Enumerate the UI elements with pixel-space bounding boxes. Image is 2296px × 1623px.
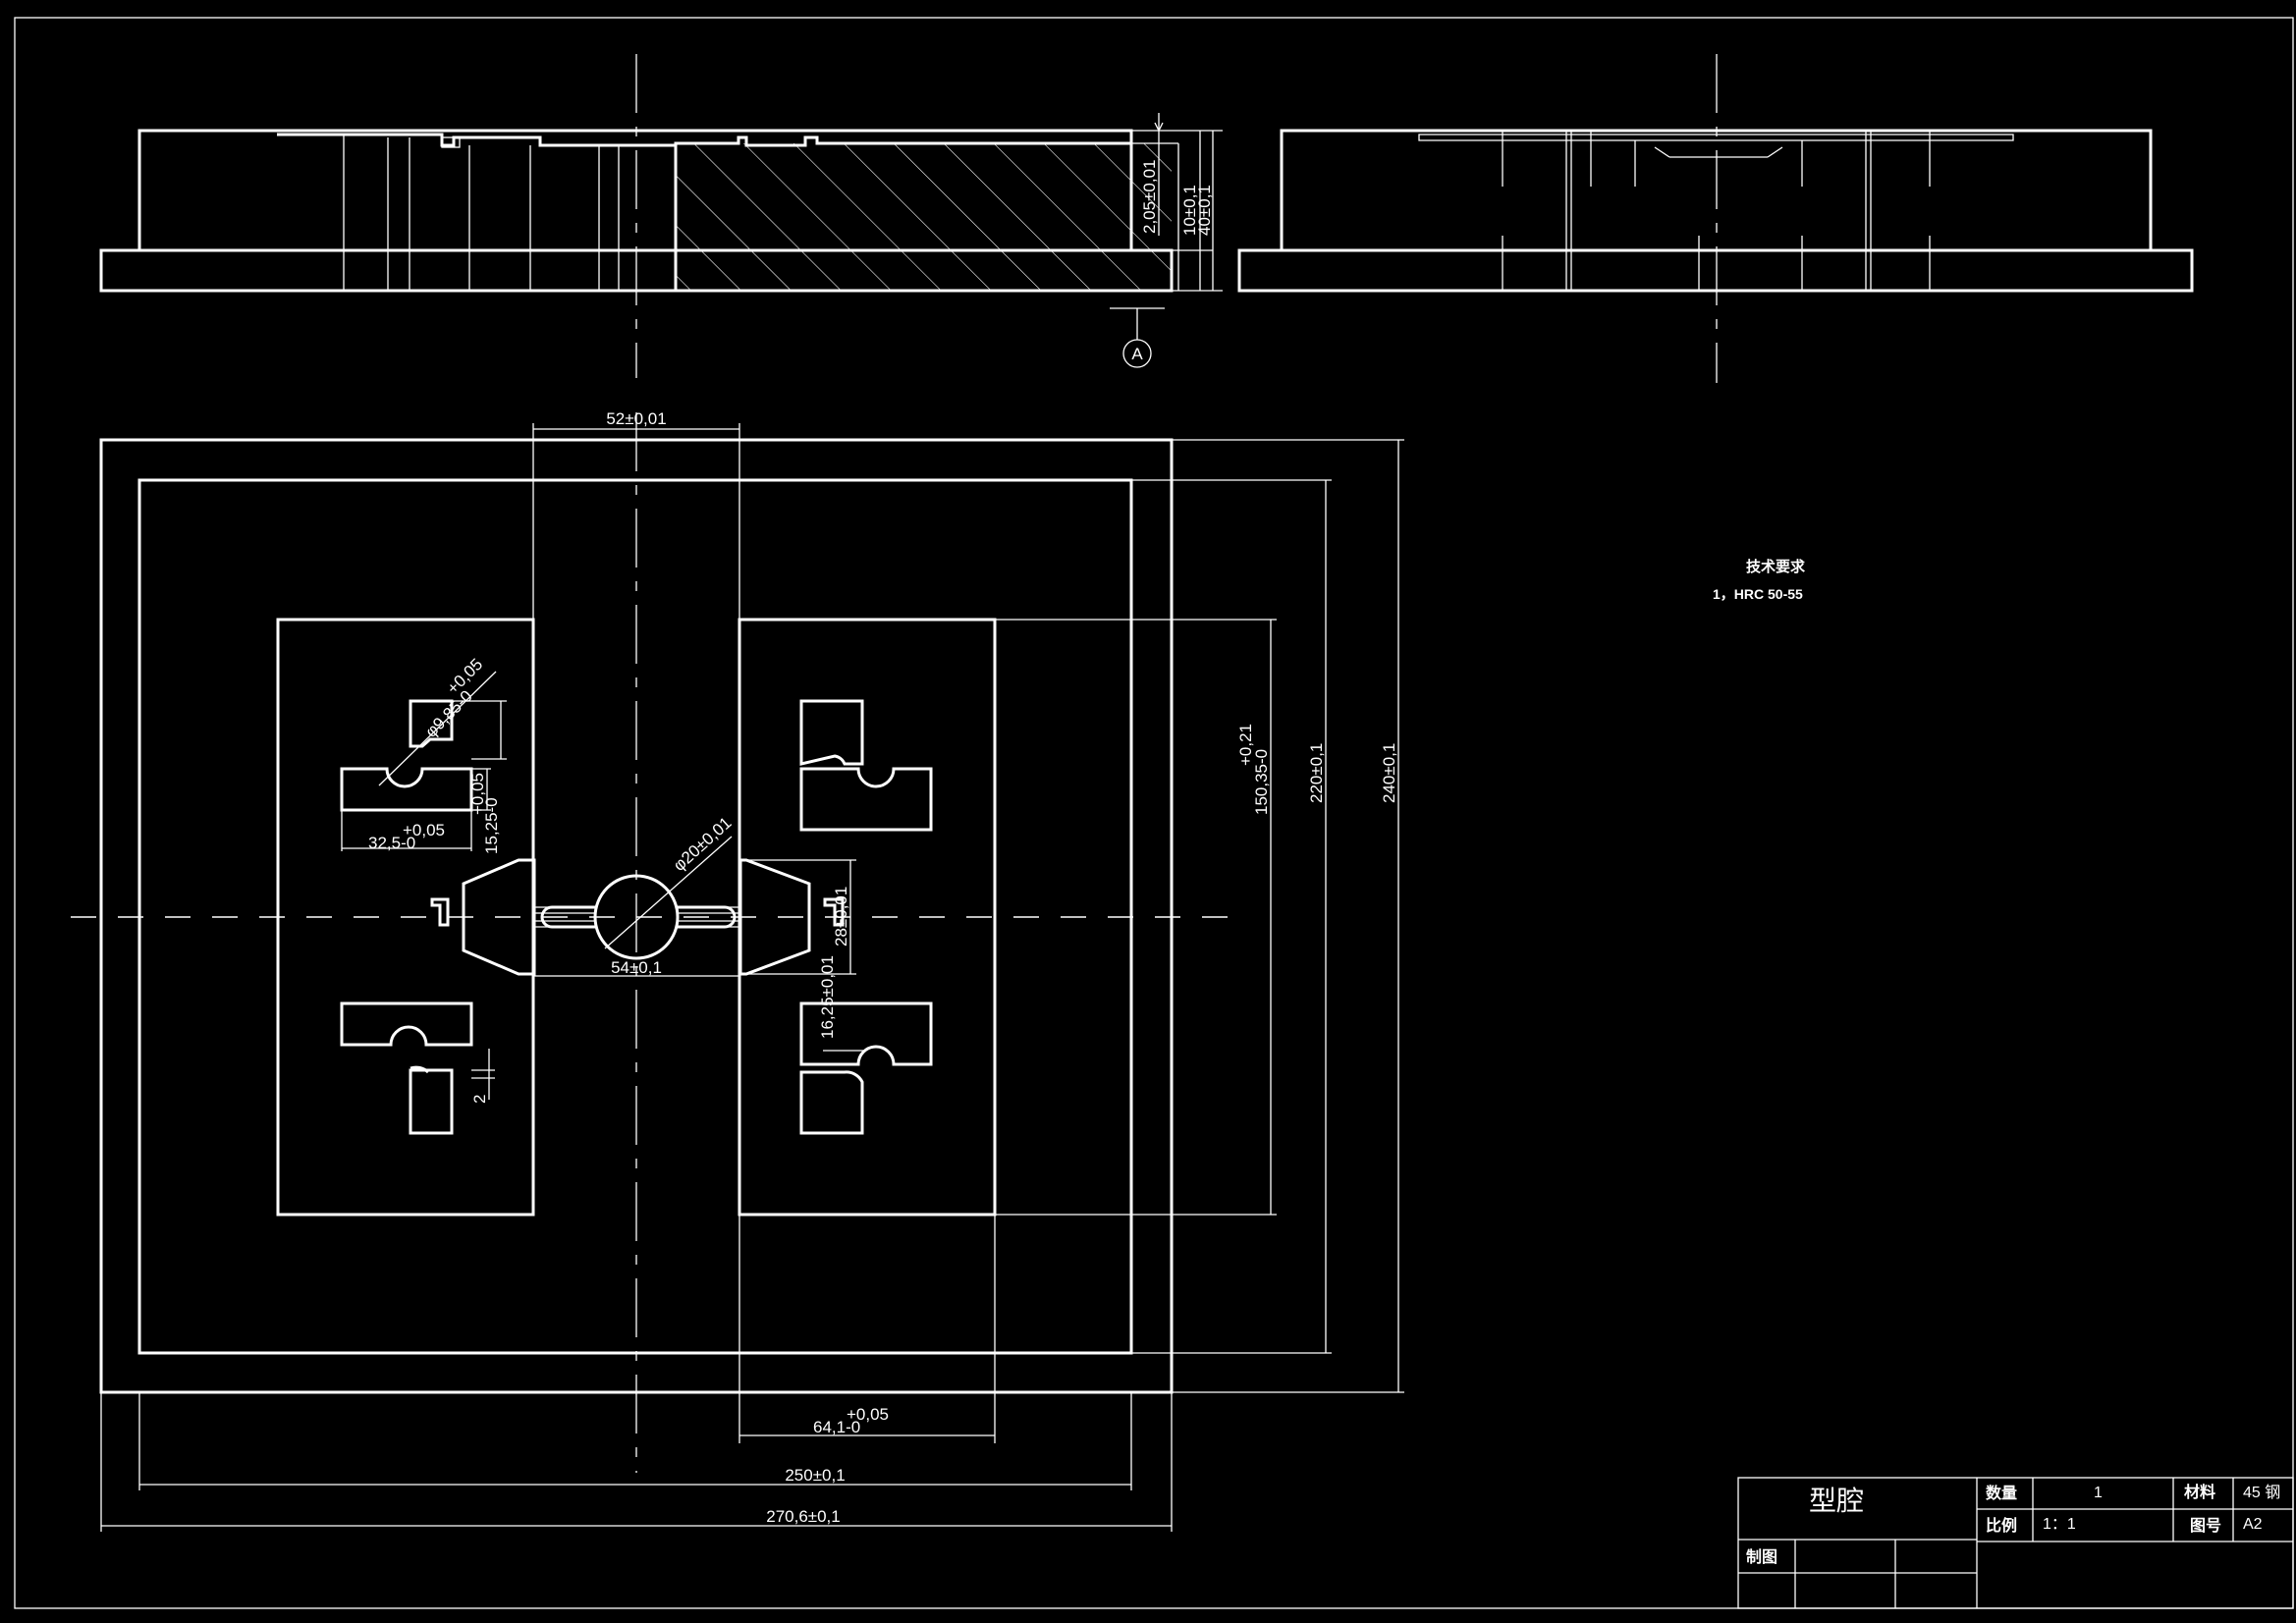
tech-req-title: 技术要求 [1746,558,1806,575]
dimension-labels: 52±0,01 2,05±0,01 10±0,1 40±0,1 A +0,05 … [368,159,1398,1526]
dim-tol-a: +0,05 [468,773,487,815]
dim-tol-c: +0,05 [847,1405,889,1424]
dim-270-6: 270,6±0,1 [766,1507,841,1526]
dim-2-05: 2,05±0,01 [1140,159,1159,234]
tech-req-item: 1，HRC 50-55 [1713,586,1803,602]
dim-150-35: 150,35-0 [1252,749,1271,815]
drafter-label: 制图 [1746,1548,1777,1566]
dim-2: 2 [470,1095,489,1104]
plan-view [71,412,1404,1532]
dim-10: 10±0,1 [1180,185,1199,236]
dim-250: 250±0,1 [785,1466,845,1485]
dim-28: 28±0,01 [832,887,850,947]
title-block: 型腔 数量 1 材料 45 钢 比例 1：1 图号 A2 制图 [1737,1477,2294,1609]
section-label: A [1131,345,1143,363]
dim-64-1: 64,1-0 [813,1418,860,1436]
dim-40: 40±0,1 [1195,185,1214,236]
qty-value: 1 [2094,1485,2103,1501]
qty-label: 数量 [1986,1484,2017,1502]
dim-240: 240±0,1 [1380,743,1398,803]
part-name: 型腔 [1809,1486,1864,1516]
front-section-view [99,54,1223,378]
dim-220: 220±0,1 [1307,743,1326,803]
dim-0-21: +0,21 [1236,724,1255,766]
drawing-no-label: 图号 [2190,1517,2221,1535]
side-view [1237,54,2194,383]
dim-phi9: φ9,85-0 [421,687,475,741]
dim-54: 54±0,1 [611,958,662,977]
dim-32-5: 32,5-0 [368,834,415,852]
dim-15-25: 15,25-0 [482,797,501,854]
dim-tol-b: +0,05 [403,821,445,839]
material-value: 45 钢 [2243,1484,2280,1501]
scale-value: 1：1 [2043,1516,2076,1533]
drawing-no-value: A2 [2243,1516,2263,1533]
material-label: 材料 [2184,1483,2215,1501]
dim-16-25: 16,25±0,01 [818,955,837,1039]
drawing-frame [14,17,2294,1609]
dim-phi20: φ20±0,01 [670,813,735,875]
dim-52: 52±0,01 [606,409,666,428]
scale-label: 比例 [1986,1516,2017,1535]
section-hatch [676,143,1172,291]
technical-requirements: 技术要求 1，HRC 50-55 [1713,558,1806,602]
